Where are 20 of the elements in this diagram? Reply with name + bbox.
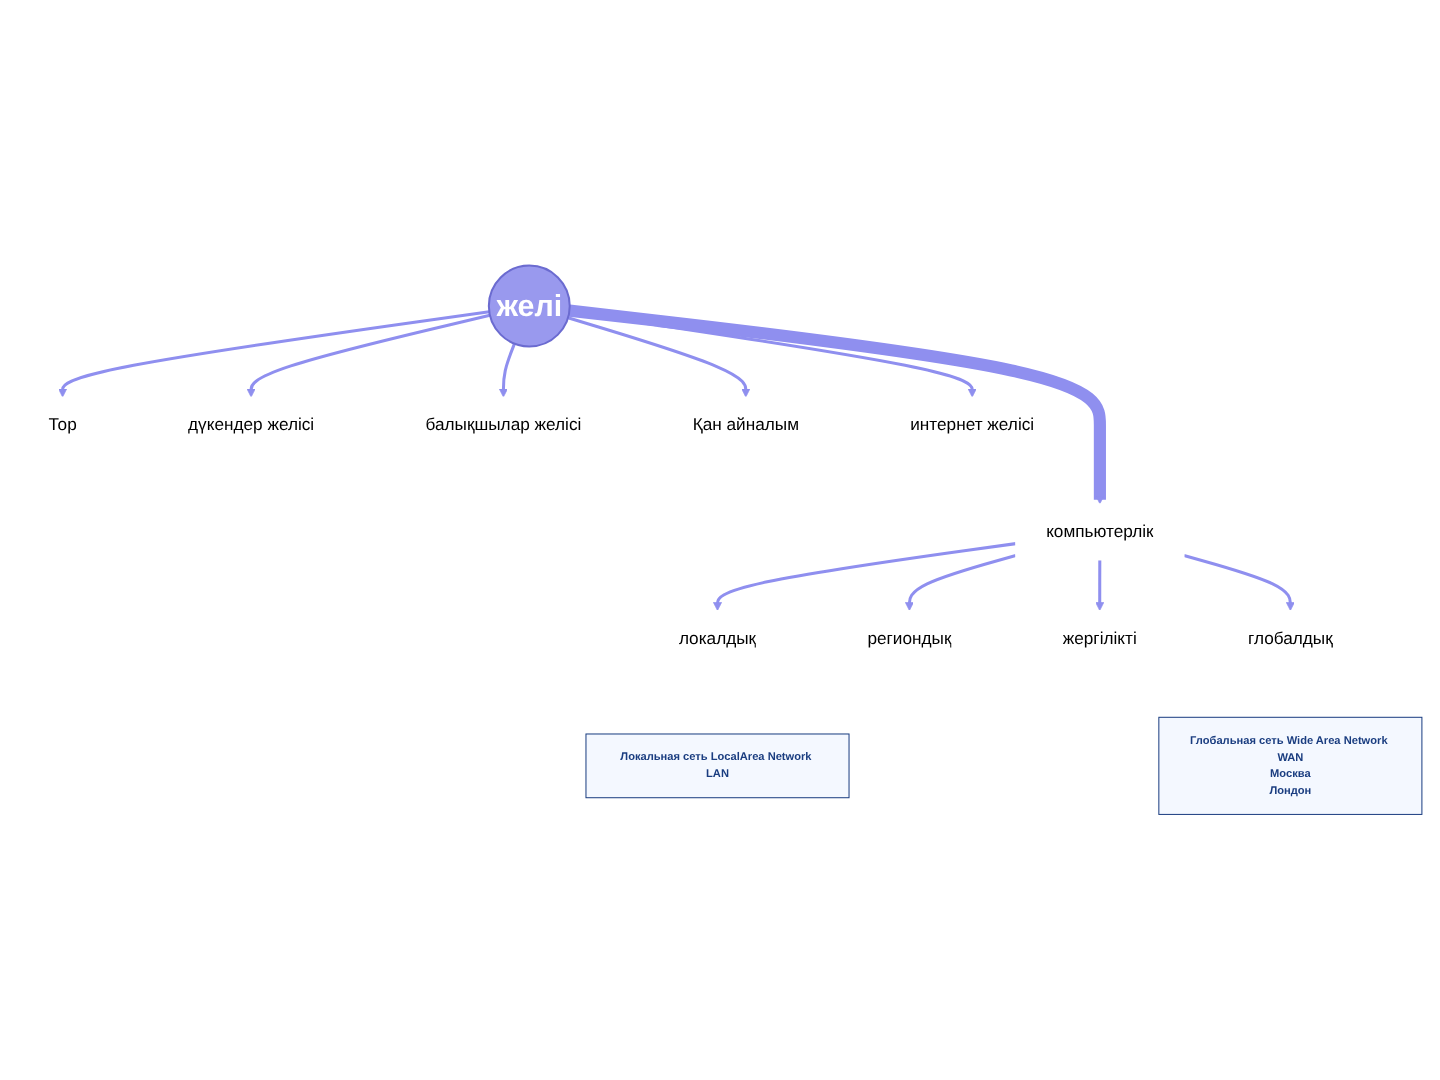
arrow — [567, 316, 751, 398]
node-text: региондық — [867, 628, 952, 648]
arrow — [58, 310, 490, 398]
node-text: локалдық — [678, 628, 757, 648]
node-text: Тор — [48, 415, 77, 435]
arrow — [904, 554, 1017, 611]
arrow — [498, 343, 516, 398]
node-text: балықшылар желісі — [425, 415, 582, 435]
node-circle: желі — [487, 264, 571, 348]
arrow — [568, 304, 1106, 505]
arrow — [1095, 559, 1105, 611]
arrow — [246, 313, 491, 398]
node-text: компьютерлік — [1046, 522, 1154, 542]
node-text: Қан айналым — [692, 415, 799, 435]
arrow — [1183, 554, 1295, 611]
node-text: глобалдық — [1248, 628, 1333, 648]
node-text: жергілікті — [1062, 628, 1137, 648]
arrow — [713, 542, 1016, 611]
node-text: дүкендер желісі — [188, 415, 315, 435]
node-text: интернет желісі — [910, 415, 1035, 435]
